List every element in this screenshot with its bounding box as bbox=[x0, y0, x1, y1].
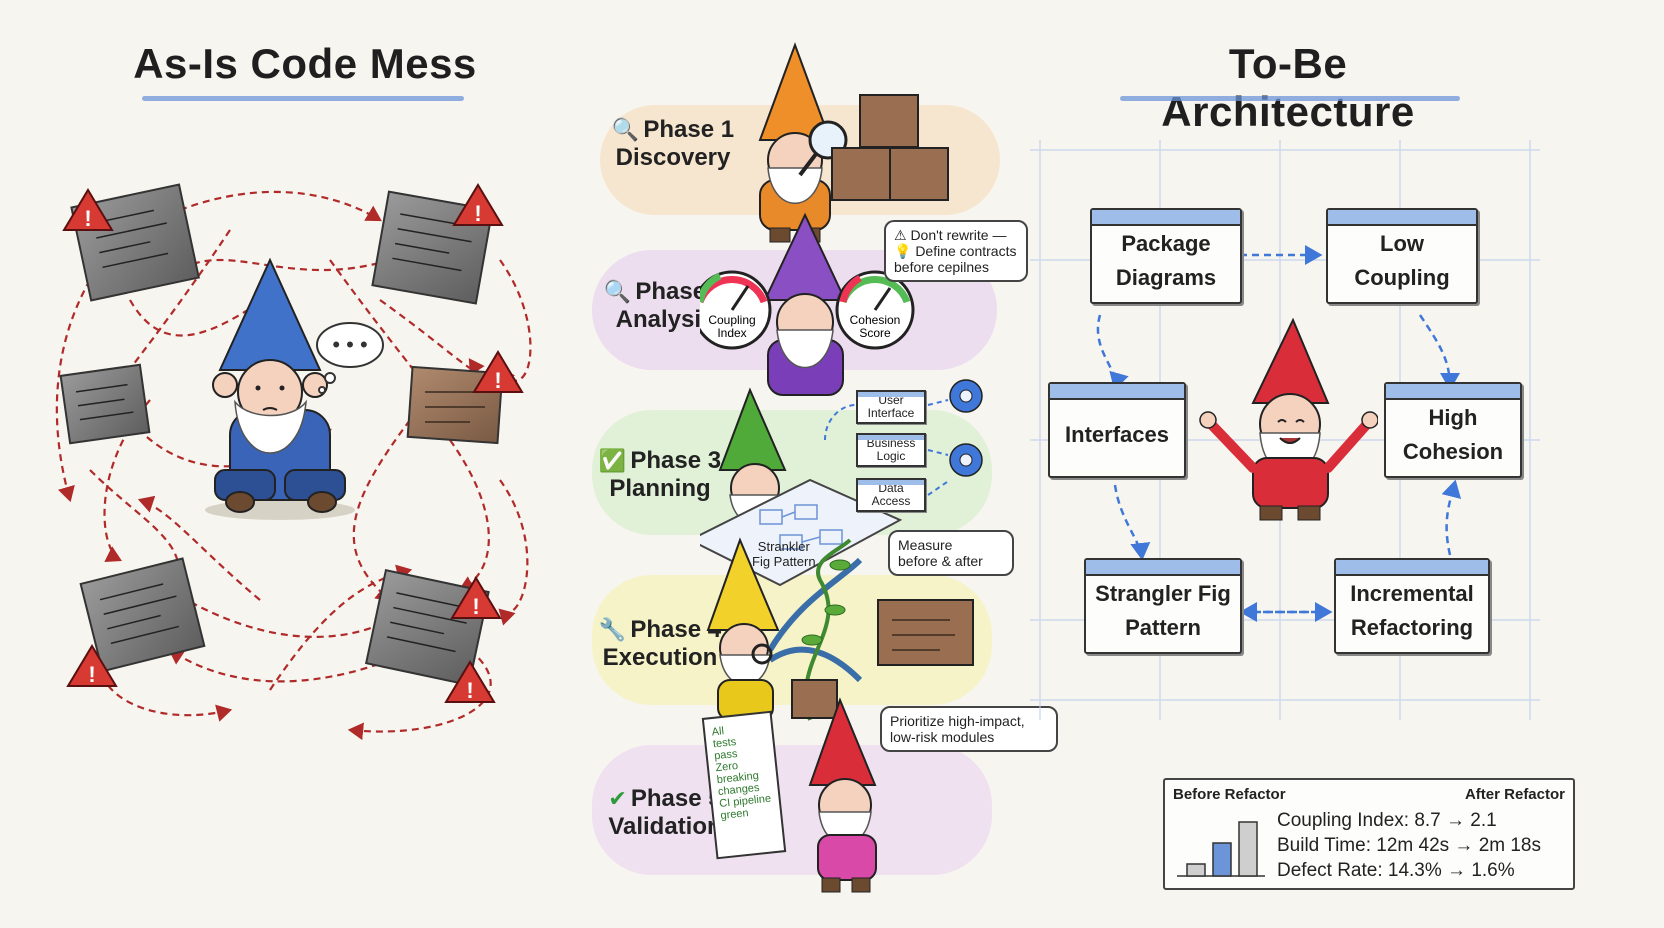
svg-text:!: ! bbox=[494, 368, 501, 393]
wrench-icon: 🔧 bbox=[598, 617, 627, 642]
check-box-icon: ✅ bbox=[598, 448, 627, 473]
svg-text:!: ! bbox=[466, 678, 473, 703]
measure-bubble: Measure before & after bbox=[888, 530, 1014, 576]
metric-defect-rate: Defect Rate: 14.3% → 1.6% bbox=[1277, 860, 1515, 881]
phase-1-label: 🔍Phase 1 Discovery bbox=[611, 116, 735, 171]
code-mess-illustration: !!! !!! • • • bbox=[55, 183, 532, 741]
to-be-title-underline bbox=[1120, 96, 1460, 101]
as-is-title-underline bbox=[142, 96, 464, 101]
crate-stack bbox=[831, 94, 949, 201]
metrics-mini-chart bbox=[1177, 821, 1265, 877]
interfaces-box: Interfaces bbox=[1048, 382, 1186, 478]
to-be-title: To-Be Architecture bbox=[1161, 40, 1415, 135]
strangler-fig-label: Strankler Fig Pattern bbox=[752, 539, 816, 569]
svg-text:!: ! bbox=[84, 206, 91, 231]
warning-icon bbox=[62, 183, 524, 703]
metrics-panel: Before Refactor After Refactor Coupling … bbox=[1163, 778, 1575, 890]
contracts-bubble: ⚠ Don't rewrite — 💡 Define contracts bef… bbox=[884, 220, 1028, 282]
metric-bar bbox=[1186, 863, 1206, 877]
code-tablet-bottom-right bbox=[364, 569, 490, 687]
discovery-gnome bbox=[758, 42, 848, 243]
cohesion-gauge: Cohesion Score bbox=[835, 270, 915, 350]
happy-gnome bbox=[1199, 318, 1378, 521]
magnifier-icon: 🔍 bbox=[603, 279, 632, 304]
svg-text:!: ! bbox=[88, 662, 95, 687]
checklist-text: All tests pass Zero breaking changes CI … bbox=[711, 720, 783, 822]
as-is-title: As-Is Code Mess bbox=[133, 40, 477, 87]
confused-gnome bbox=[205, 257, 355, 520]
after-refactor-label: After Refactor bbox=[1464, 786, 1565, 803]
metric-coupling-index: Coupling Index: 8.7 → 2.1 bbox=[1277, 810, 1497, 831]
svg-text:!: ! bbox=[474, 201, 481, 226]
cohesion-gauge-label: Cohesion bbox=[850, 313, 901, 327]
extracted-crate bbox=[791, 599, 974, 719]
coupling-gauge: Coupling Index bbox=[700, 270, 772, 350]
phase-4-label: 🔧Phase 4 Execution bbox=[598, 616, 722, 671]
coupling-gauge-label-2: Index bbox=[717, 326, 746, 340]
code-tablet-mid-left bbox=[59, 363, 151, 445]
phase-5-backdrop bbox=[592, 745, 992, 875]
before-refactor-label: Before Refactor bbox=[1173, 786, 1286, 803]
prioritize-bubble: Prioritize high-impact, low-risk modules bbox=[880, 706, 1058, 752]
checklist-card bbox=[701, 710, 787, 860]
svg-text:• • •: • • • bbox=[332, 332, 367, 357]
metric-bar bbox=[1238, 821, 1258, 877]
check-icon: ✔ bbox=[608, 786, 627, 811]
vine-leaf-icon bbox=[801, 559, 851, 646]
analysis-gnome bbox=[763, 212, 847, 396]
code-tablet-bottom-left bbox=[79, 557, 206, 673]
layer-connectors bbox=[824, 399, 951, 496]
svg-text:!: ! bbox=[472, 594, 479, 619]
phase-illustrations: Coupling Index Cohesion Score bbox=[700, 42, 983, 893]
metric-bar bbox=[1212, 842, 1232, 877]
validation-gnome bbox=[808, 697, 877, 893]
cohesion-gauge-label-2: Score bbox=[859, 326, 891, 340]
thought-bubble: • • • bbox=[316, 322, 384, 394]
phase-3-label: ✅Phase 3 Planning bbox=[598, 447, 722, 502]
phase-5-label: ✔Phase 5 Validation bbox=[608, 785, 722, 840]
magnifier-icon: 🔍 bbox=[611, 117, 640, 142]
coupling-gauge-label: Coupling bbox=[708, 313, 755, 327]
metric-build-time: Build Time: 12m 42s → 2m 18s bbox=[1277, 835, 1541, 856]
